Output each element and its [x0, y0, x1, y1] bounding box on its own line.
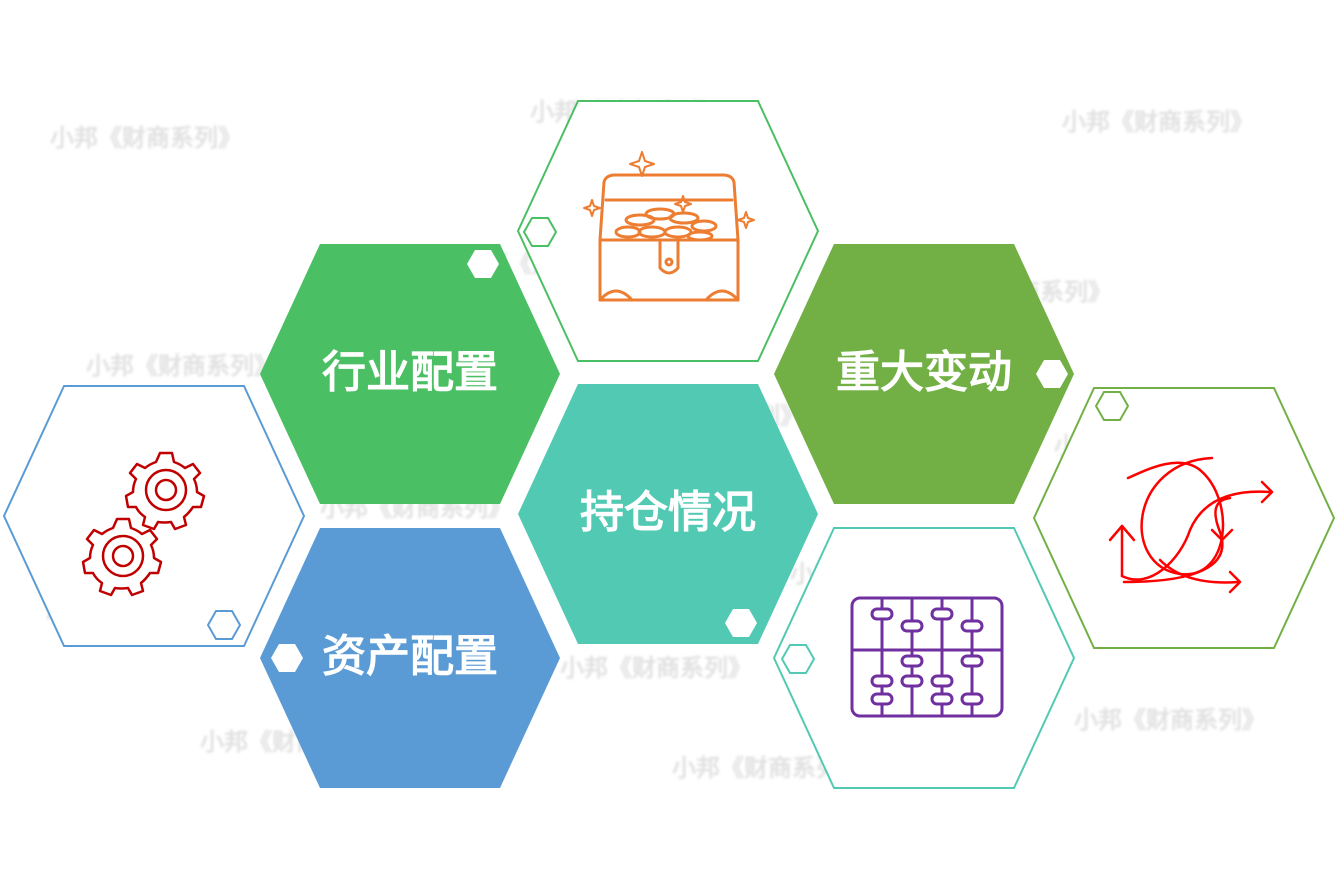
small-hexagon-decoration — [1036, 360, 1068, 388]
curved-arrows-icon — [1108, 456, 1274, 594]
abacus-hexagon — [772, 527, 1076, 789]
abacus-icon — [850, 596, 1004, 718]
industry-hexagon — [260, 244, 560, 504]
small-hexagon-decoration — [780, 644, 816, 674]
major-change-label: 重大变动 — [836, 347, 1012, 398]
holdings-hexagon — [518, 384, 818, 644]
small-hexagon-decoration — [522, 217, 558, 247]
small-hexagon-decoration — [206, 610, 242, 640]
industry-allocation-label: 行业配置 — [322, 347, 498, 398]
small-hexagon-decoration — [271, 644, 303, 672]
treasure-chest-icon — [583, 151, 755, 302]
asset-hexagon — [260, 528, 560, 788]
asset-allocation-label: 资产配置 — [322, 631, 498, 682]
major-change-hexagon — [774, 244, 1074, 504]
gears-icon — [81, 451, 206, 597]
small-hexagon-decoration — [1094, 391, 1130, 421]
arrows-hexagon — [1032, 387, 1336, 649]
treasure-hexagon — [516, 100, 820, 362]
gears-hexagon — [2, 385, 306, 647]
small-hexagon-decoration — [725, 609, 757, 637]
holdings-label: 持仓情况 — [580, 487, 756, 538]
small-hexagon-decoration — [467, 250, 499, 278]
